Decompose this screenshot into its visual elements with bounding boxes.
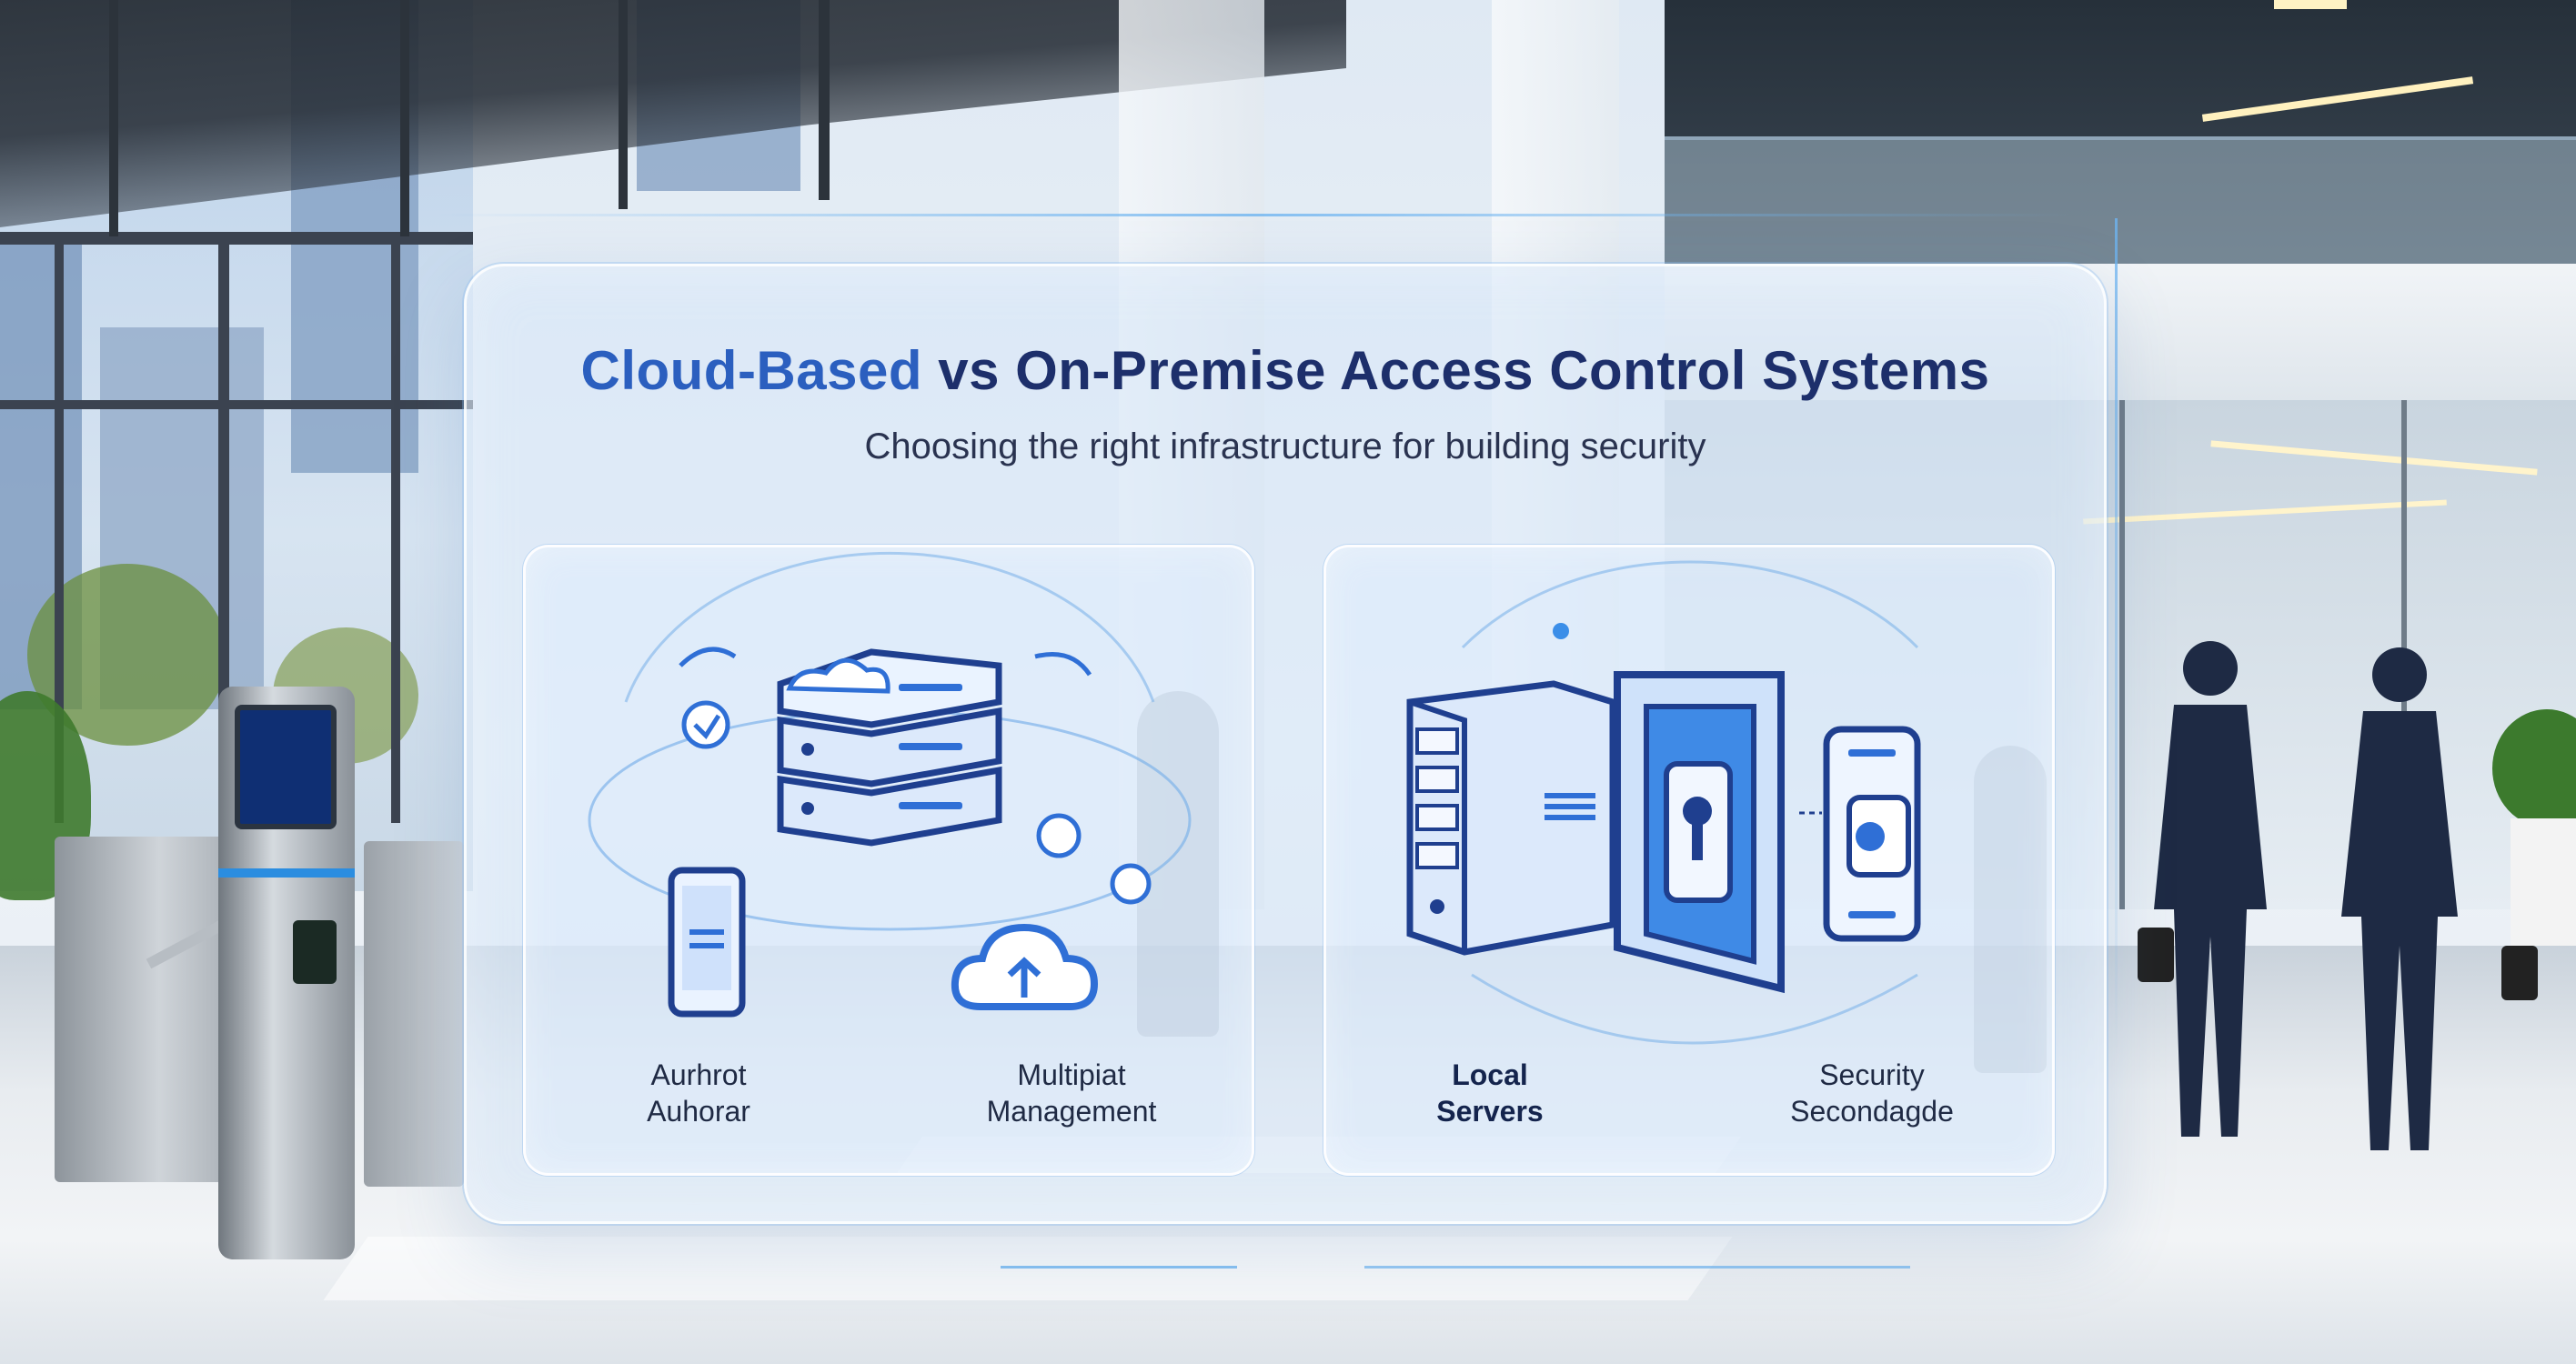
hud-line — [1364, 1266, 1910, 1269]
on-premise-illustration — [1406, 560, 1921, 1045]
ceiling-light — [2274, 0, 2347, 9]
hud-line — [2115, 218, 2118, 1055]
page-title: Cloud-Based vs On-Premise Access Control… — [467, 339, 2104, 402]
window-frame — [0, 400, 473, 409]
hud-line — [437, 214, 2074, 216]
cloud-upload-icon — [951, 923, 1099, 1010]
title-rest: vs On-Premise Access Control Systems — [922, 340, 1990, 401]
secure-door-icon — [1614, 671, 1785, 994]
turnstile-screen — [235, 705, 337, 829]
feature-label: Aurhrot Auhorar — [617, 1057, 780, 1129]
feature-label-line1: Security — [1819, 1058, 1925, 1091]
feature-label: Security Secondagde — [1763, 1057, 1981, 1129]
page-subtitle: Choosing the right infrastructure for bu… — [864, 426, 1706, 466]
window-frame — [0, 232, 473, 245]
floor-reflection — [323, 1237, 1733, 1300]
feature-label-line2: Secondagde — [1790, 1095, 1954, 1128]
smart-lock-icon — [1823, 726, 1921, 942]
turnstile-reader — [293, 920, 337, 984]
walking-people — [2138, 641, 2538, 1150]
mezzanine-railing — [1665, 136, 2576, 267]
shield-icon — [681, 700, 1152, 905]
feature-label: Multipiat Management — [953, 1057, 1190, 1129]
cloud-card: Aurhrot Auhorar Multipiat Management — [523, 545, 1254, 1176]
feature-label-line1: Multipiat — [1017, 1058, 1126, 1091]
smartphone-icon — [668, 867, 746, 1018]
window-frame — [2119, 400, 2125, 909]
title-accent: Cloud-Based — [580, 340, 923, 401]
feature-label-line1: Local — [1452, 1058, 1528, 1091]
window-frame — [218, 232, 229, 823]
feature-label-line2: Servers — [1436, 1095, 1544, 1128]
mezzanine — [1665, 0, 2576, 264]
local-server-icon — [1406, 680, 1616, 956]
turnstile-gate — [364, 841, 464, 1187]
feature-label-line1: Aurhrot — [650, 1058, 747, 1091]
on-premise-card: Local Servers Security Secondagde — [1323, 545, 2055, 1176]
potted-plant — [2492, 709, 2576, 827]
window-frame — [819, 0, 830, 200]
window-frame — [109, 0, 118, 236]
window-frame — [400, 0, 409, 236]
comparison-panel: Cloud-Based vs On-Premise Access Control… — [464, 264, 2107, 1224]
window-frame — [619, 0, 628, 209]
window-frame — [55, 232, 64, 823]
feature-label: Local Servers — [1408, 1057, 1572, 1129]
hud-line — [1001, 1266, 1237, 1269]
cloud-server-stack-icon — [777, 648, 1002, 847]
cloud-illustration — [588, 551, 1192, 1018]
feature-label-line2: Auhorar — [647, 1095, 750, 1128]
window-frame — [391, 232, 400, 823]
feature-label-line2: Management — [986, 1095, 1157, 1128]
turnstile-light — [218, 868, 355, 878]
